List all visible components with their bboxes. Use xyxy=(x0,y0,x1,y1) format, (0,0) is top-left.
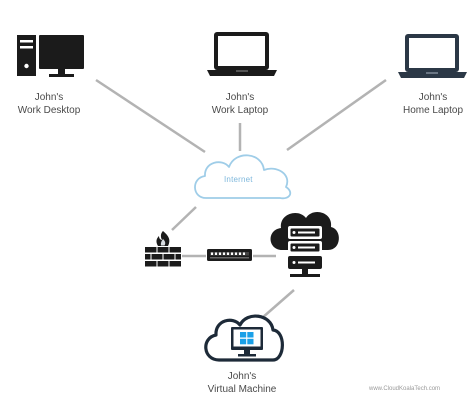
connector-internet-firewall xyxy=(171,206,197,231)
connector-server-vm xyxy=(261,289,295,319)
work-laptop-owner: John's xyxy=(225,92,255,103)
cloud-server-icon xyxy=(270,212,339,277)
windows-logo-icon xyxy=(240,332,254,345)
connector-homelaptop-internet xyxy=(286,78,387,152)
laptop-icon xyxy=(207,32,277,76)
work-desktop-name: Work Desktop xyxy=(17,105,81,116)
connectors xyxy=(95,78,387,319)
virtual-machine-icon xyxy=(204,314,284,362)
home-laptop-icon xyxy=(398,34,467,78)
internet-label: Internet xyxy=(224,175,253,184)
watermark: www.CloudKoalaTech.com xyxy=(369,386,441,392)
work-desktop-owner: John's xyxy=(34,92,64,103)
connector-desktop-internet xyxy=(95,78,206,154)
virtual-machine-name: Virtual Machine xyxy=(207,384,277,395)
home-laptop-label: John's Home Laptop xyxy=(398,91,468,117)
internet-cloud-icon xyxy=(194,154,292,200)
firewall-icon xyxy=(145,231,181,267)
work-laptop-label: John's Work Laptop xyxy=(205,91,275,117)
switch-icon xyxy=(207,249,252,261)
virtual-machine-label: John's Virtual Machine xyxy=(200,370,284,396)
work-laptop-name: Work Laptop xyxy=(211,105,269,116)
desktop-icon xyxy=(17,35,84,77)
home-laptop-name: Home Laptop xyxy=(402,105,464,116)
work-desktop-label: John's Work Desktop xyxy=(14,91,84,117)
virtual-machine-owner: John's xyxy=(227,371,257,382)
home-laptop-owner: John's xyxy=(418,92,448,103)
